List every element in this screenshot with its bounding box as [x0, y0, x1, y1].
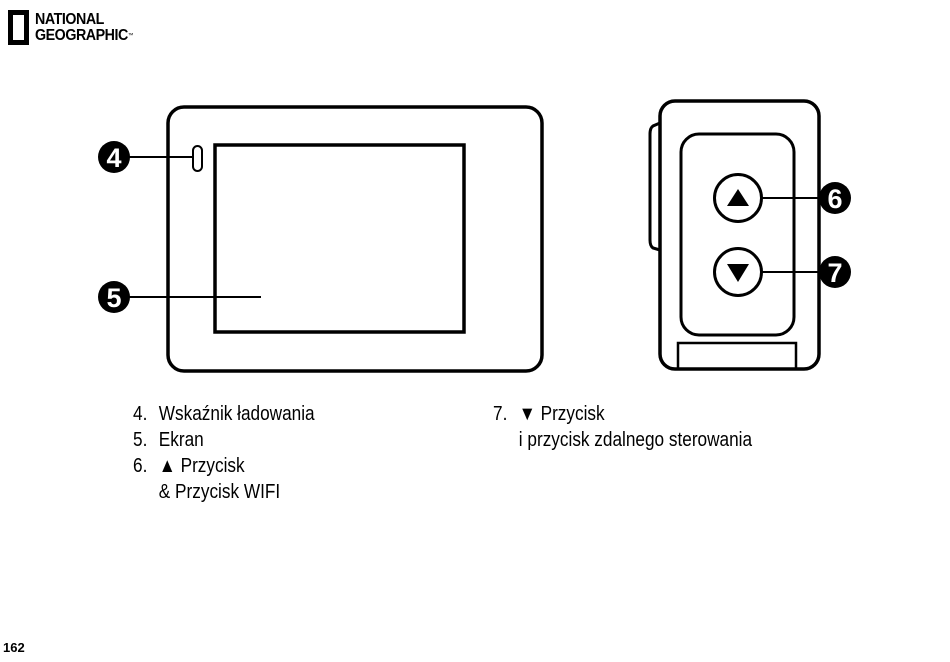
legend-item-text: Wskaźnik ładowania	[158, 403, 315, 425]
charging-indicator-led	[192, 145, 203, 172]
callout-6-number: 6	[827, 184, 842, 214]
camera-screen	[213, 143, 466, 334]
up-wifi-button[interactable]	[713, 173, 763, 223]
down-remote-button[interactable]	[713, 247, 763, 297]
logo-frame-icon	[8, 10, 29, 45]
legend-item-text: ▼ Przycisk	[518, 403, 605, 425]
legend-item-number: 4.	[133, 403, 148, 425]
callout-5-badge	[98, 281, 130, 313]
callout-7-badge	[819, 256, 851, 288]
page-number: 162	[3, 640, 25, 655]
legend-item-text: Ekran	[158, 429, 204, 451]
callout-6-badge	[819, 182, 851, 214]
legend-item-6: 6. ▲ Przycisk	[133, 453, 315, 479]
logo-text: NATIONAL GEOGRAPHIC™	[35, 10, 133, 44]
legend-item-4: 4. Wskaźnik ładowania	[133, 401, 315, 427]
camera-side-edge	[648, 121, 661, 252]
legend-item-number: 5.	[133, 429, 148, 451]
logo-line-1: NATIONAL	[35, 10, 104, 28]
legend-item-6-continuation: & Przycisk WIFI	[158, 481, 281, 503]
trademark-symbol: ™	[127, 32, 133, 39]
legend-item-number: 7.	[493, 403, 508, 425]
callout-4-number: 4	[106, 143, 121, 173]
legend-left: 4. Wskaźnik ładowania 5. Ekran 6. ▲ Przy…	[133, 401, 315, 505]
bottom-connector	[676, 341, 798, 371]
legend-item-number: 6.	[133, 455, 148, 477]
logo-line-2-text: GEOGRAPHIC	[35, 26, 128, 44]
callout-5-number: 5	[106, 283, 121, 313]
legend-item-7: 7. ▼ Przycisk	[493, 401, 752, 427]
national-geographic-logo: NATIONAL GEOGRAPHIC™	[8, 10, 141, 45]
triangle-down-icon	[727, 264, 749, 282]
callout-7-number: 7	[827, 258, 842, 288]
legend-right: 7. ▼ Przycisk i przycisk zdalnego sterow…	[493, 401, 752, 453]
legend-item-7-continuation: i przycisk zdalnego sterowania	[518, 429, 753, 451]
legend-item-5: 5. Ekran	[133, 427, 315, 453]
camera-back-body	[166, 105, 544, 373]
legend-item-text: ▲ Przycisk	[158, 455, 245, 477]
button-panel	[679, 132, 796, 337]
triangle-up-icon	[727, 189, 749, 206]
logo-line-2: GEOGRAPHIC™	[35, 26, 133, 44]
callout-4-badge	[98, 141, 130, 173]
